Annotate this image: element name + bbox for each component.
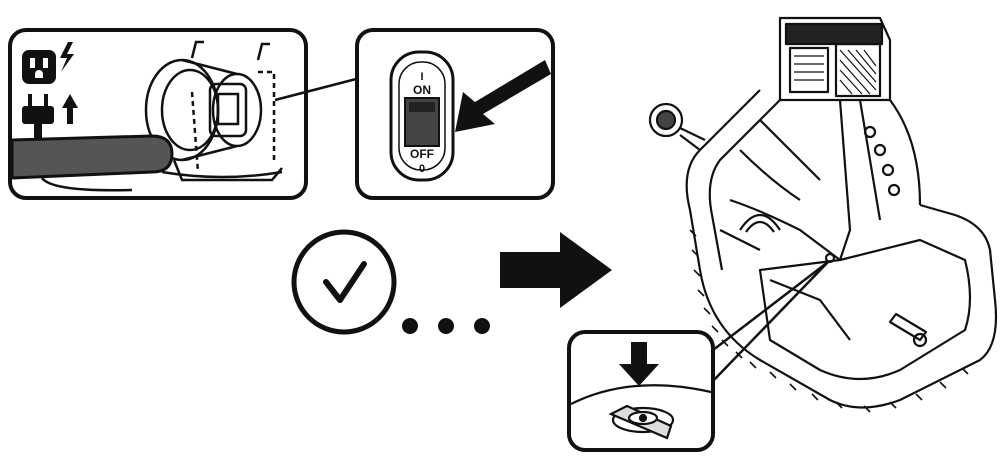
switch-off-symbol: 0 [419, 163, 425, 175]
clock-check-icon [291, 229, 397, 335]
power-switch [389, 50, 455, 182]
ellipsis-icon [402, 318, 490, 334]
power-outlet-icon [22, 50, 56, 84]
attached-blower [648, 102, 706, 141]
switch-panel: I ON OFF 0 [355, 28, 555, 200]
drain-valve-panel [567, 330, 715, 452]
blower-hose [12, 134, 174, 192]
power-plug-icon [22, 94, 54, 138]
switch-on-symbol: I [420, 71, 423, 83]
pointer-arrow-icon [455, 60, 551, 132]
arrow-up-icon [62, 94, 78, 124]
down-arrow-icon [619, 342, 659, 386]
blower-panel [8, 28, 308, 200]
right-arrow-icon [500, 232, 612, 308]
blower-motor [144, 40, 283, 182]
lightning-bolt-icon [60, 42, 74, 72]
switch-off-label: OFF [410, 147, 434, 161]
switch-on-label: ON [413, 83, 431, 97]
drain-valve-icon [571, 384, 711, 440]
